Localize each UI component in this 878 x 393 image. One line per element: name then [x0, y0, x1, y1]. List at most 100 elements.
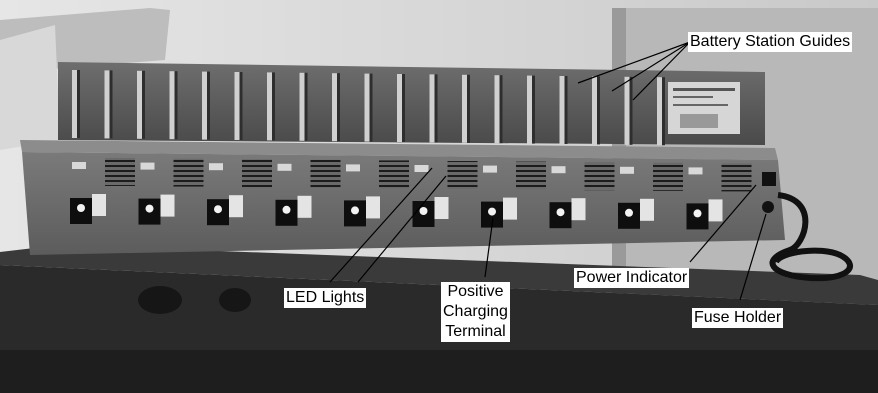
guide-slot-shadow: [402, 74, 405, 142]
terminal-screw: [214, 205, 222, 214]
led-light: [620, 166, 634, 174]
label-line: Positive: [447, 283, 504, 300]
guide-slot: [527, 75, 532, 144]
sticker-box: [680, 114, 718, 128]
guide-slot: [364, 73, 370, 142]
led-light: [688, 167, 703, 175]
guide-slot-shadow: [174, 71, 178, 140]
vent-grille: [447, 161, 478, 189]
led-light: [277, 163, 292, 171]
guide-slot-shadow: [499, 75, 503, 144]
guide-slot-shadow: [304, 72, 308, 141]
leader-lines: [329, 41, 767, 301]
guide-slot-shadow: [629, 76, 633, 145]
guide-slot: [299, 72, 305, 141]
table-edge: [0, 350, 878, 393]
positive-terminal: [434, 197, 449, 219]
guide-slot: [559, 76, 565, 144]
terminal-screw: [145, 204, 154, 213]
shadow: [138, 286, 182, 314]
led-leader-1: [329, 167, 433, 283]
guide-slot-shadow: [369, 73, 373, 142]
led-light: [414, 165, 429, 172]
guide-slot: [397, 74, 402, 142]
led-light: [140, 162, 155, 170]
guide-slot-shadow: [337, 73, 340, 142]
positive-terminal: [297, 195, 312, 218]
led-light: [346, 164, 360, 172]
vent-grille: [242, 159, 272, 188]
guide-slot-shadow: [597, 76, 600, 145]
positive-terminal: [640, 198, 654, 221]
guide-leader-1: [577, 41, 691, 84]
positive-terminal: [160, 194, 175, 217]
led-leader-2: [357, 175, 447, 283]
guide-slot: [72, 70, 77, 138]
guide-slot-shadow: [239, 72, 243, 140]
guide-slot-shadow: [272, 72, 275, 141]
led-light: [551, 166, 566, 174]
terminal-screw: [625, 208, 633, 217]
vent-grille: [310, 159, 341, 188]
positive-terminal: [571, 198, 586, 221]
guide-slot-shadow: [142, 70, 145, 139]
guide-slot-shadow: [109, 70, 113, 139]
fuse-leader: [739, 213, 767, 301]
terminal-leader: [484, 217, 494, 278]
terminal-screw: [693, 209, 702, 218]
terminal-screw: [77, 204, 85, 212]
label-power-indicator: Power Indicator: [574, 268, 690, 288]
label-led-lights: LED Lights: [284, 288, 367, 308]
label-line: Terminal: [445, 323, 506, 340]
guide-slot-shadow: [532, 75, 535, 144]
led-light: [483, 165, 497, 173]
positive-terminal: [708, 199, 723, 222]
sticker-line: [673, 96, 713, 98]
sticker-line: [673, 88, 735, 91]
vent-grille: [105, 158, 135, 186]
guide-slot-shadow: [77, 70, 80, 138]
guide-slot: [657, 77, 662, 146]
terminal-screw: [282, 205, 291, 214]
guide-leader-2: [611, 41, 691, 92]
fuse-holder: [762, 201, 774, 213]
guide-slot: [169, 71, 175, 140]
guide-slot: [462, 74, 467, 143]
terminal-screw: [556, 208, 565, 217]
terminal-screw: [419, 207, 428, 215]
positive-terminal: [366, 196, 380, 219]
guide-slot: [267, 72, 272, 141]
led-light: [209, 163, 223, 171]
vent-grille: [584, 162, 615, 191]
guide-slot: [202, 71, 207, 140]
label-fuse-holder: Fuse Holder: [692, 308, 784, 328]
power-indicator: [762, 172, 776, 186]
vent-grille: [721, 163, 752, 192]
terminal-screw: [488, 207, 496, 216]
guide-leader-3: [632, 41, 691, 101]
guide-slot-shadow: [207, 71, 210, 140]
vent-grille: [173, 158, 204, 187]
guide-slot-shadow: [467, 74, 470, 143]
power-cable: [769, 192, 853, 282]
table-top: [0, 245, 878, 305]
shadow: [219, 288, 251, 312]
charging-stations: [70, 158, 752, 230]
guide-slot: [137, 70, 142, 139]
positive-terminal: [92, 194, 106, 216]
guide-slot-shadow: [434, 74, 438, 143]
guide-slot: [624, 76, 630, 145]
label-line: Charging: [443, 303, 508, 320]
station-guides: [72, 70, 665, 146]
guide-slot: [234, 72, 240, 140]
terminal-screw: [351, 206, 359, 215]
sticker-line: [673, 104, 728, 106]
power-leader: [689, 184, 757, 263]
positive-terminal: [229, 195, 243, 218]
vent-grille: [379, 160, 409, 189]
vent-grille: [516, 161, 546, 190]
guide-slot: [104, 70, 110, 139]
guide-slot: [494, 75, 500, 144]
